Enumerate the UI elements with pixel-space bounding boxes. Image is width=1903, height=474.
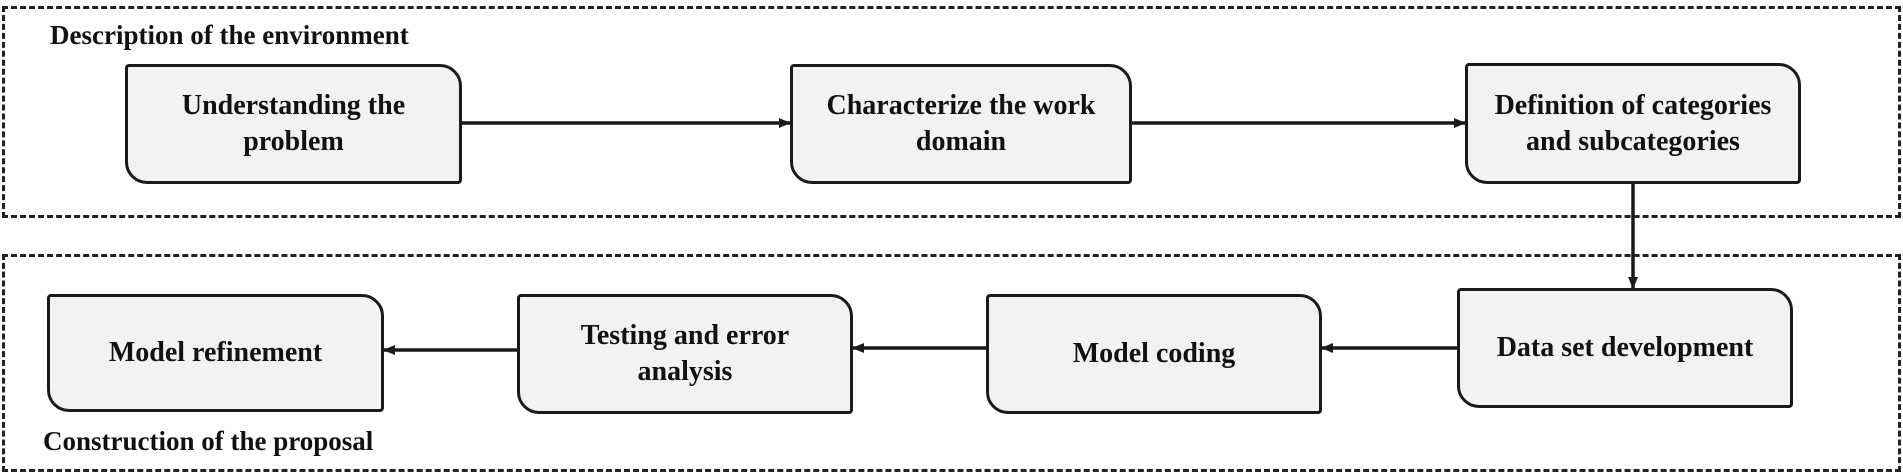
node-model-refinement: Model refinement (47, 294, 384, 412)
node-testing-and-error-analysis: Testing and error analysis (517, 294, 853, 414)
node-definition-of-categories: Definition of categories and subcategori… (1465, 63, 1801, 184)
node-data-set-development: Data set development (1457, 288, 1793, 408)
node-model-coding: Model coding (986, 294, 1322, 414)
environment-section-frame (2, 6, 1901, 218)
proposal-section-frame (2, 254, 1901, 472)
proposal-section-label: Construction of the proposal (43, 426, 374, 456)
node-characterize-work-domain: Characterize the work domain (790, 64, 1132, 184)
environment-section-label: Description of the environment (50, 20, 409, 50)
node-understanding-the-problem: Understanding the problem (125, 64, 462, 184)
